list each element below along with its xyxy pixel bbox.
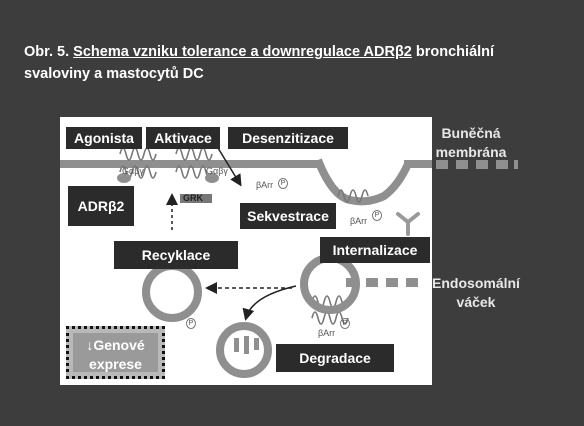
cell-membrane [60, 158, 432, 206]
antibody-icon [396, 212, 420, 236]
gene-expression-line1: ↓Genové [86, 337, 145, 353]
adrb2-box: ADRβ2 [68, 186, 134, 226]
gene-expression-box: ↓Genové exprese [66, 326, 165, 379]
endosome-line2: váček [456, 294, 496, 310]
sekvestrace-box: Sekvestrace [240, 203, 336, 229]
title-underlined: Schema vzniku tolerance a downregulace A… [73, 44, 412, 60]
title-suffix: bronchiální [411, 44, 495, 60]
phosphate-label-3: P [186, 318, 196, 329]
g-protein-icons [117, 173, 219, 183]
grk-label: GRK [183, 193, 203, 203]
g-protein-label-1: Gαβγ [122, 166, 144, 176]
internalizace-box: Internalizace [320, 237, 430, 263]
barr-label-3: βArr [318, 328, 336, 338]
gene-expression-line2: exprese [89, 356, 142, 372]
recyklace-box: Recyklace [114, 241, 238, 269]
barr-label-2: βArr [350, 216, 368, 226]
degradace-box: Degradace [276, 344, 394, 372]
degradation-fragments [234, 336, 259, 354]
title-line2: svaloviny a mastocytů DC [24, 66, 204, 82]
phosphate-label-1: P [278, 178, 288, 189]
endosome-line1: Endosomální [432, 275, 520, 291]
cell-membrane-line2: membrána [435, 144, 507, 160]
receptor-icons [119, 147, 369, 325]
membrane-dashes [436, 160, 518, 169]
endosome-label: Endosomální váček [420, 274, 532, 312]
gene-expression-label: ↓Genové exprese [73, 333, 158, 372]
desenzitizace-box: Desenzitizace [228, 127, 348, 149]
title-prefix: Obr. 5. [24, 44, 74, 60]
aktivace-box: Aktivace [146, 127, 220, 149]
agonista-box: Agonista [66, 127, 142, 149]
phosphate-label-4: P [340, 318, 350, 329]
arrow-to-degradation [242, 285, 297, 321]
phosphate-label-2: P [372, 210, 382, 221]
degradation-vesicle [216, 322, 272, 378]
figure-title: Obr. 5. Schema vzniku tolerance a downre… [24, 41, 564, 85]
barr-label-1: βArr [256, 180, 274, 190]
grk-bar [180, 194, 212, 203]
recycle-vesicle [142, 262, 202, 322]
arrow-desensitization [217, 147, 242, 187]
g-protein-label-2: Gαβγ [206, 166, 228, 176]
cell-membrane-label: Buněčná membrána [426, 124, 516, 162]
cell-membrane-line1: Buněčná [441, 125, 501, 141]
